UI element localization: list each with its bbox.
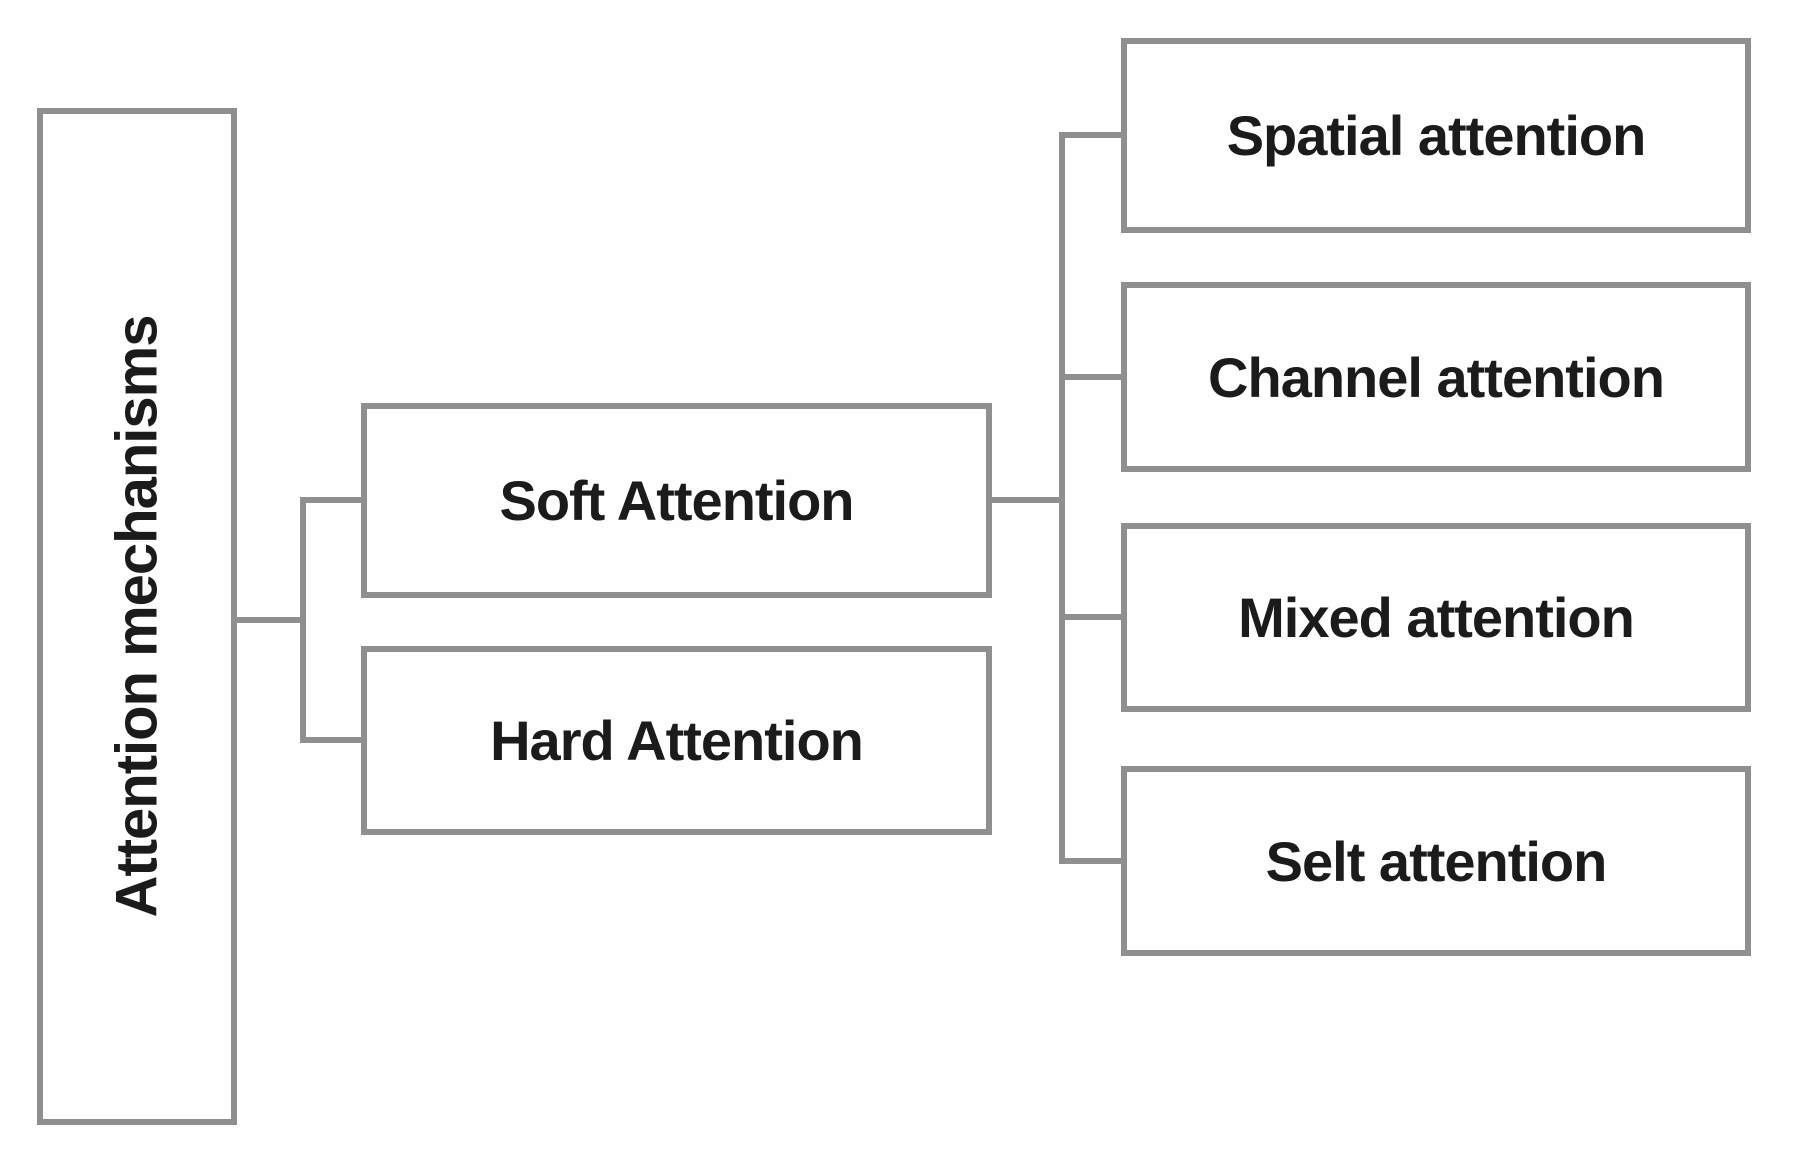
- connector-stub-spatial-attention: [1059, 132, 1121, 138]
- node-soft-attention: Soft Attention: [361, 403, 992, 598]
- node-spatial-attention-label: Spatial attention: [1226, 104, 1647, 167]
- node-hard-attention: Hard Attention: [361, 646, 992, 835]
- bracket-level2-vertical: [1059, 132, 1065, 864]
- node-channel-attention-label: Channel attention: [1208, 345, 1665, 409]
- bracket-level1-vertical: [300, 497, 306, 743]
- connector-stub-hard-attention: [300, 737, 361, 743]
- connector-root-to-bracket: [237, 617, 306, 623]
- node-mixed-attention-label: Mixed attention: [1238, 586, 1635, 649]
- connector-soft-to-bracket: [992, 497, 1065, 503]
- connector-stub-selt-attention: [1059, 858, 1121, 864]
- node-soft-attention-label: Soft Attention: [499, 469, 854, 532]
- connector-stub-channel-attention: [1059, 374, 1121, 380]
- node-channel-attention: Channel attention: [1121, 282, 1751, 472]
- connector-stub-mixed-attention: [1059, 614, 1121, 620]
- node-hard-attention-label: Hard Attention: [490, 709, 864, 772]
- node-attention-mechanisms-label: Attention mechanisms: [104, 315, 170, 918]
- node-mixed-attention: Mixed attention: [1121, 523, 1751, 712]
- node-spatial-attention: Spatial attention: [1121, 38, 1751, 233]
- node-attention-mechanisms: Attention mechanisms: [37, 108, 237, 1125]
- connector-stub-soft-attention: [300, 497, 361, 503]
- node-selt-attention: Selt attention: [1121, 766, 1751, 956]
- node-selt-attention-label: Selt attention: [1265, 829, 1608, 893]
